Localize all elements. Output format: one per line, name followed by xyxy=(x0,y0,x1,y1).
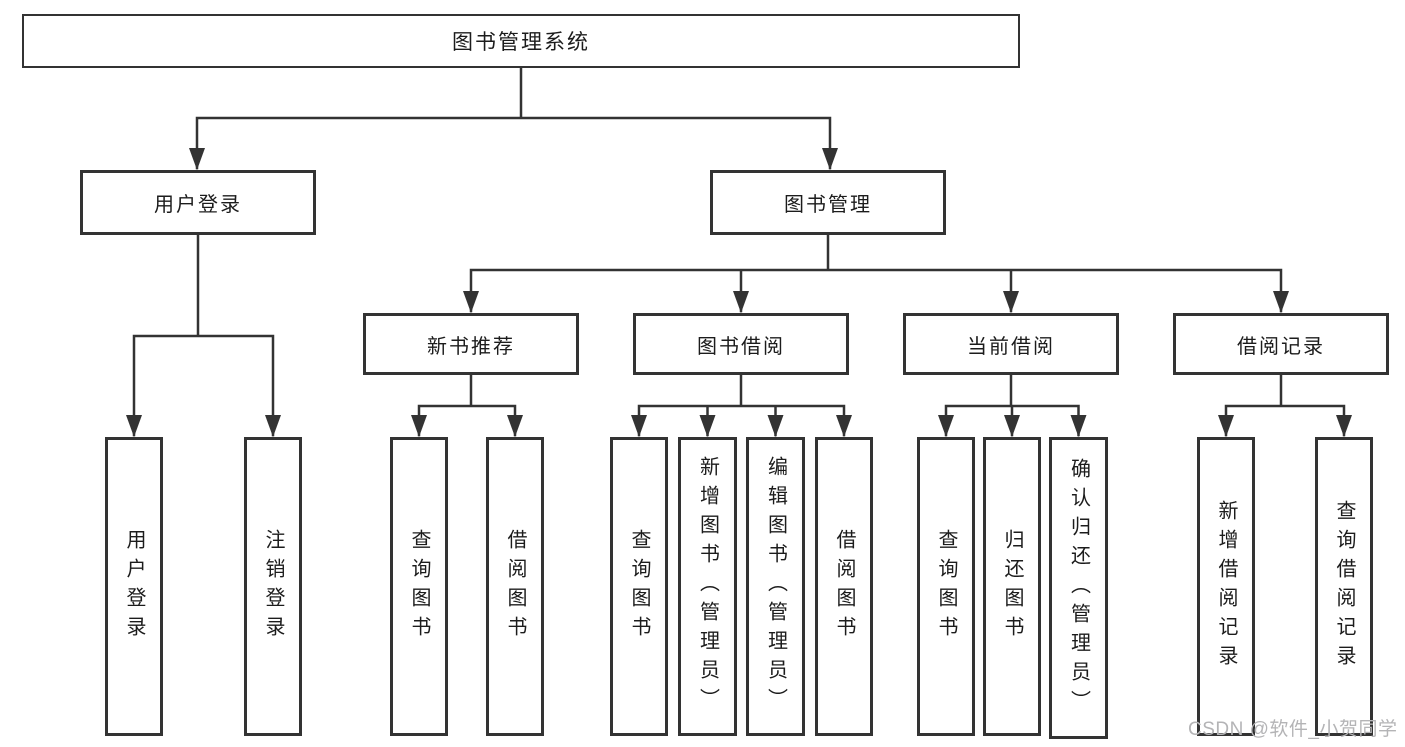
leaf-query-books-recommend: 查询图书 xyxy=(390,437,448,736)
node-label: 查询图书 xyxy=(408,528,430,645)
node-label: 当前借阅 xyxy=(967,335,1055,358)
node-label: 新书推荐 xyxy=(427,335,515,358)
leaf-query-books-current: 查询图书 xyxy=(917,437,975,736)
node-label: 新增图书（管理员） xyxy=(696,456,719,717)
leaf-edit-books-admin: 编辑图书（管理员） xyxy=(746,437,805,736)
leaf-add-borrow-record: 新增借阅记录 xyxy=(1197,437,1255,736)
node-label: 查询图书 xyxy=(628,528,650,645)
leaf-logout: 注销登录 xyxy=(244,437,302,736)
leaf-add-books-admin: 新增图书（管理员） xyxy=(678,437,737,736)
connector-lines xyxy=(132,66,1346,437)
node-new-book-recommendation: 新书推荐 xyxy=(363,313,579,375)
node-label: 编辑图书（管理员） xyxy=(764,456,787,717)
node-label: 查询借阅记录 xyxy=(1333,499,1355,674)
node-label: 借阅图书 xyxy=(833,528,855,645)
csdn-watermark: CSDN @软件_小贺同学 xyxy=(1188,719,1398,740)
leaf-borrow-books-borrowing: 借阅图书 xyxy=(815,437,873,736)
node-root-system: 图书管理系统 xyxy=(22,14,1020,68)
node-book-management: 图书管理 xyxy=(710,170,946,235)
leaf-confirm-return-admin: 确认归还（管理员） xyxy=(1049,437,1108,739)
node-label: 图书借阅 xyxy=(697,335,785,358)
leaf-return-books: 归还图书 xyxy=(983,437,1041,736)
arrowhead-icons xyxy=(126,148,1352,437)
node-label: 图书管理 xyxy=(784,194,872,216)
node-book-borrowing: 图书借阅 xyxy=(633,313,849,375)
node-label: 新增借阅记录 xyxy=(1215,499,1237,674)
leaf-borrow-books-recommend: 借阅图书 xyxy=(486,437,544,736)
leaf-query-borrow-record: 查询借阅记录 xyxy=(1315,437,1373,736)
node-label: 用户登录 xyxy=(123,528,145,645)
node-label: 图书管理系统 xyxy=(452,31,590,54)
node-label: 确认归还（管理员） xyxy=(1067,457,1090,719)
node-borrowing-records: 借阅记录 xyxy=(1173,313,1389,375)
node-label: 查询图书 xyxy=(935,528,957,645)
node-current-borrowing: 当前借阅 xyxy=(903,313,1119,375)
leaf-user-login: 用户登录 xyxy=(105,437,163,736)
leaf-query-books-borrowing: 查询图书 xyxy=(610,437,668,736)
node-label: 注销登录 xyxy=(262,528,284,645)
node-user-login: 用户登录 xyxy=(80,170,316,235)
node-label: 借阅记录 xyxy=(1237,335,1325,358)
node-label: 归还图书 xyxy=(1001,528,1023,645)
node-label: 用户登录 xyxy=(154,194,242,216)
node-label: 借阅图书 xyxy=(504,528,526,645)
